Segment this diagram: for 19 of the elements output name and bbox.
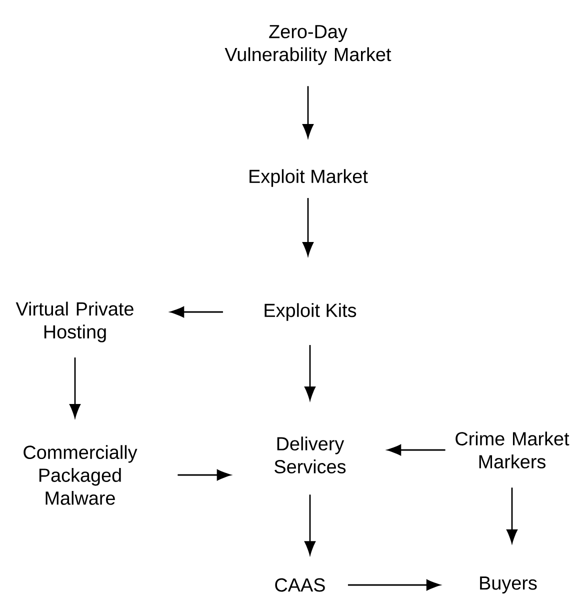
arrow xyxy=(302,86,314,138)
node-label: Delivery Services xyxy=(274,436,346,474)
arrow xyxy=(348,580,440,590)
arrow xyxy=(178,470,231,480)
node-label: Crime Market Markers xyxy=(456,432,570,468)
node-label: Buyers xyxy=(480,576,537,594)
node-label: Exploit Market xyxy=(250,169,368,187)
arrow xyxy=(387,444,446,456)
node-label: Exploit Kits xyxy=(264,303,356,321)
node-label: Virtual Private Hosting xyxy=(16,302,134,342)
arrow xyxy=(304,494,316,555)
node-label: CAAS xyxy=(275,578,325,592)
arrow xyxy=(304,345,316,400)
node-label: Commercially Packaged Malware xyxy=(24,445,138,505)
node-label: Zero-Day Vulnerability Market xyxy=(224,25,392,65)
arrow xyxy=(170,306,223,318)
arrow xyxy=(70,357,80,418)
arrow xyxy=(506,488,518,544)
arrow xyxy=(302,198,314,256)
